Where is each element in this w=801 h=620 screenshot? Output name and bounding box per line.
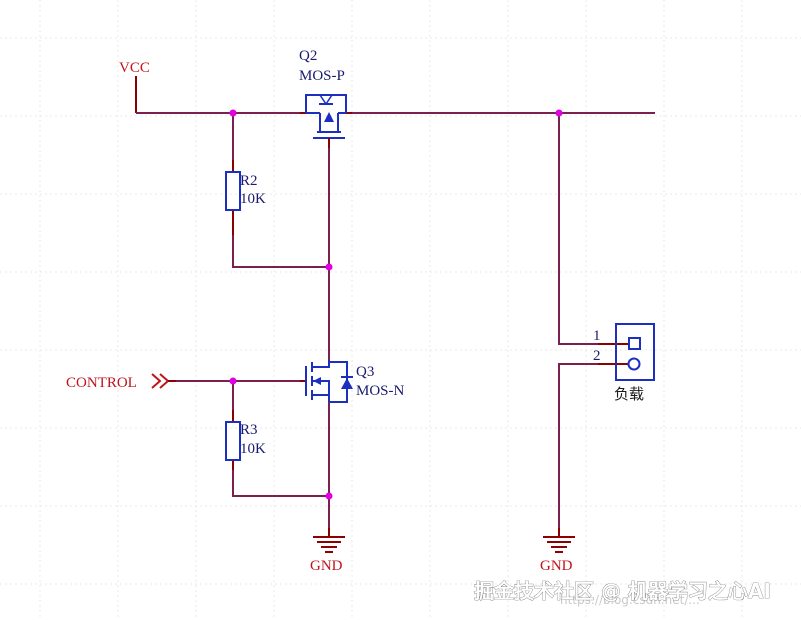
q2-pmos-symbol [300, 94, 352, 148]
gnd-left-label: GND [310, 558, 343, 574]
load-pin1-wire [558, 113, 598, 345]
q3-ref-label: Q3 [356, 364, 374, 380]
r3-ref-label: R3 [240, 422, 258, 438]
r2-bottom-wire [232, 235, 329, 268]
gnd-right-label: GND [540, 558, 573, 574]
r3-body [225, 421, 241, 461]
control-port-icon [151, 373, 176, 389]
load-pin2-circle-icon [627, 357, 641, 371]
vcc-label: VCC [119, 60, 150, 76]
r3-value-label: 10K [240, 441, 266, 457]
q3-drain-lead [312, 360, 330, 368]
q3-nmos-symbol [300, 360, 353, 403]
q2-arrow-icon [324, 112, 334, 122]
r3-resistor-symbol [225, 410, 241, 470]
load-pins [598, 343, 628, 365]
load-pin2-label: 2 [593, 348, 601, 364]
q2-ref-label: Q2 [299, 48, 317, 64]
junction-dot [229, 377, 237, 385]
r3-bottom-wire [232, 470, 329, 497]
q2-leads [319, 113, 339, 132]
gnd-left-icon [313, 528, 345, 553]
load-pin1-label: 1 [593, 328, 601, 344]
load-body [615, 323, 655, 381]
q2-type-label: MOS-P [299, 68, 345, 84]
r2-body [225, 171, 241, 211]
load-pin2-wire [558, 363, 598, 528]
q3-arrow-icon [313, 377, 321, 385]
junction-dot [325, 263, 333, 271]
junctions [229, 109, 563, 500]
q3-diode-frame [329, 361, 348, 403]
junction-dot [555, 109, 563, 117]
r2-ref-label: R2 [240, 173, 258, 189]
r2-value-label: 10K [240, 191, 266, 207]
load-name-label: 负载 [614, 385, 644, 403]
q3-type-label: MOS-N [356, 383, 405, 399]
q2-diode-icon [318, 94, 334, 106]
gnd-right-icon [543, 528, 575, 553]
junction-dot [229, 109, 237, 117]
load-pin1-square-icon [628, 337, 641, 350]
wires [135, 76, 655, 528]
watermark-url: https://blog.csdn.net/... [560, 593, 700, 607]
junction-dot [325, 492, 333, 500]
load-connector-symbol [598, 323, 655, 381]
q3-source-lead [312, 394, 330, 402]
watermark-text: 掘金技术社区 @ 机器学习之心AI [474, 579, 771, 603]
q3-diode-icon [341, 378, 353, 389]
control-label: CONTROL [66, 375, 137, 391]
r2-resistor-symbol [225, 160, 241, 235]
